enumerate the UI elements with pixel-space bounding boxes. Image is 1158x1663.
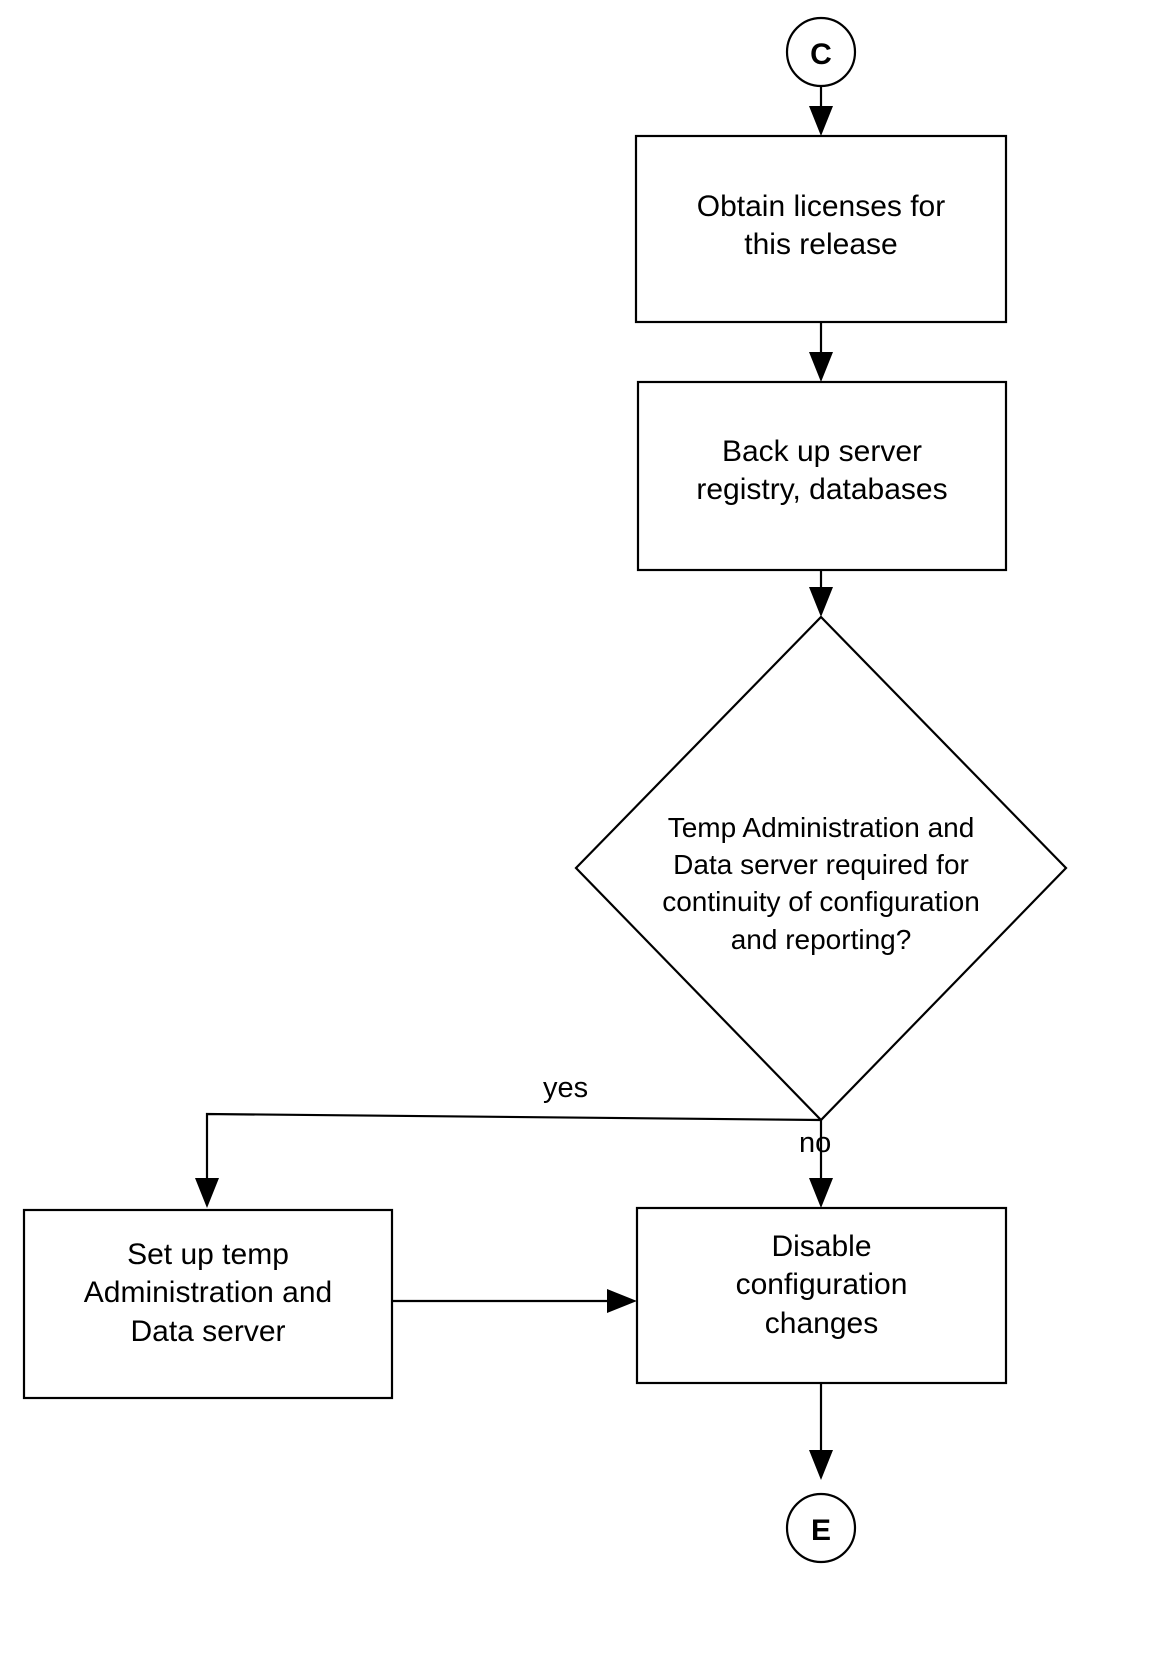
set-up-temp-server-box[interactable] <box>22 1208 394 1400</box>
arrowhead-yes-branch <box>195 1178 219 1208</box>
edge-label-yes: yes <box>543 1072 589 1104</box>
edge-label-no: no <box>799 1127 832 1159</box>
arrowhead-backup-to-decision <box>809 587 833 617</box>
connector-c-shape[interactable] <box>785 16 857 88</box>
connector-e-shape[interactable] <box>785 1492 857 1564</box>
arrowhead-disable-to-e <box>809 1450 833 1480</box>
arrowhead-setup-to-disable <box>607 1289 637 1313</box>
arrowhead-c-to-obtain-licenses <box>809 106 833 136</box>
edge-yes-branch <box>205 1112 822 1188</box>
obtain-licenses-box[interactable] <box>634 134 1008 324</box>
back-up-server-box[interactable] <box>636 380 1008 572</box>
arrowhead-obtain-to-backup <box>809 352 833 382</box>
arrowhead-no-branch <box>809 1178 833 1208</box>
temp-server-decision-diamond[interactable] <box>574 615 1068 1122</box>
disable-config-changes-box[interactable] <box>635 1206 1008 1385</box>
